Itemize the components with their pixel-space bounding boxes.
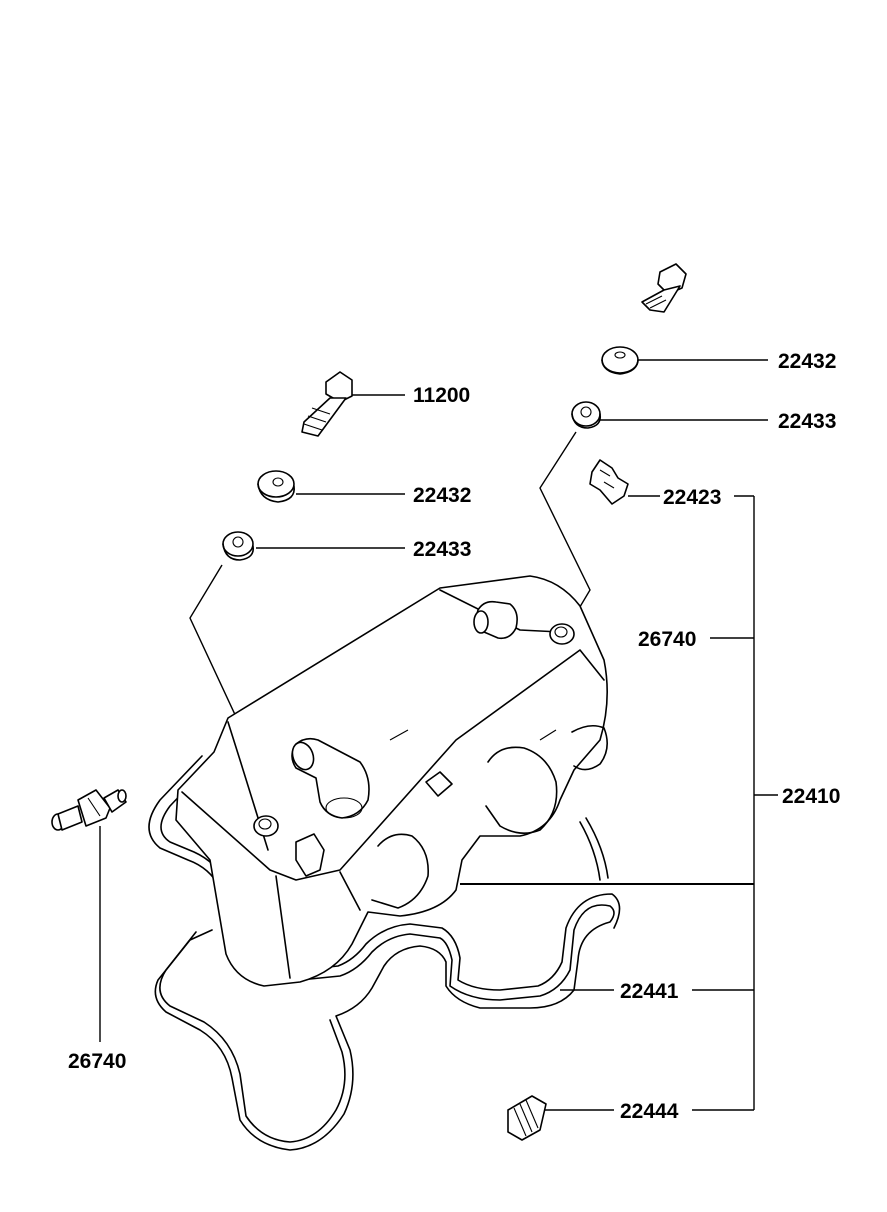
bolt-right-icon	[641, 263, 687, 313]
part-labels: 22432 22433 22423 11200 22432 22433 2674…	[68, 350, 840, 1123]
label-bolt-right: 22432	[778, 350, 836, 373]
label-washer-right: 22433	[778, 410, 836, 433]
label-washer-left: 22433	[413, 538, 471, 561]
label-sensor-right: 26740	[638, 628, 696, 651]
label-plug: 22444	[620, 1100, 679, 1123]
washer-right-icon	[571, 401, 602, 429]
label-bolt-left: 11200	[413, 384, 470, 407]
plug-icon	[507, 1095, 547, 1141]
bolt-left-icon	[301, 371, 353, 437]
sensor-left-icon	[51, 789, 127, 831]
label-clip-right: 22423	[663, 486, 721, 509]
grommet-right-icon	[601, 346, 639, 375]
label-gasket: 22441	[620, 980, 679, 1003]
label-grommet-left: 22432	[413, 484, 471, 507]
clip-icon	[589, 459, 629, 505]
grommet-left-icon	[257, 470, 295, 503]
washer-left-icon	[222, 531, 255, 561]
label-sensor-left: 26740	[68, 1050, 126, 1073]
head-cover-icon	[175, 575, 608, 987]
label-cover-assy: 22410	[782, 785, 840, 808]
